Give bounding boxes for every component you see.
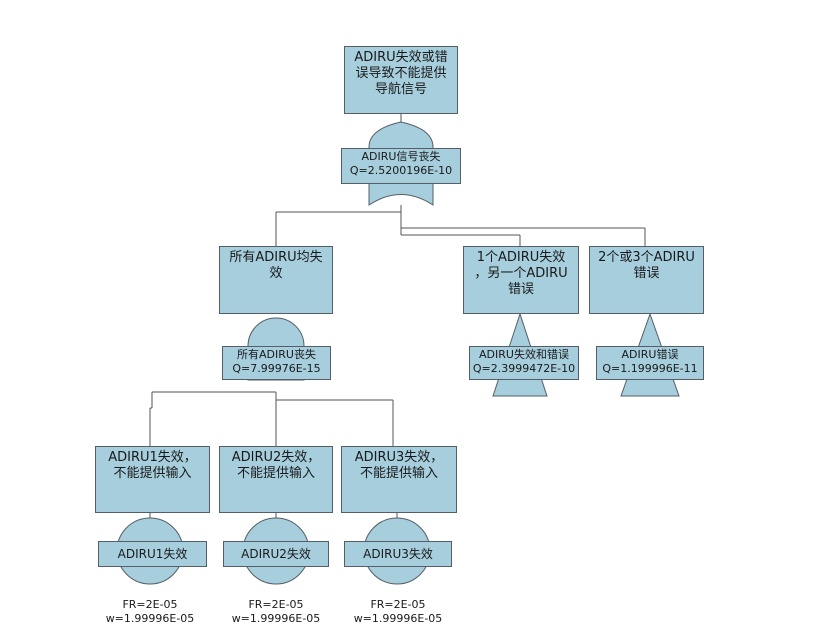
event-box-adiru2-fail: ADIRU2失效， 不能提供输入	[219, 446, 333, 513]
top-event-box: ADIRU失效或错 误导致不能提供 导航信号	[344, 46, 458, 114]
event-box-adiru3-fail: ADIRU3失效， 不能提供输入	[341, 446, 457, 513]
basic-event-w-adiru3: w=1.99996E-05	[353, 612, 443, 625]
basic-event-label-adiru2: ADIRU2失效	[223, 541, 329, 567]
basic-event-w-adiru1: w=1.99996E-05	[105, 612, 195, 625]
basic-event-fr-adiru1: FR=2E-05	[122, 598, 178, 611]
basic-event-label-adiru3: ADIRU3失效	[344, 541, 452, 567]
connector-lines	[149, 114, 646, 518]
transfer-label-fail-and-error: ADIRU失效和错误 Q=2.3999472E-10	[469, 346, 579, 380]
transfer-label-error: ADIRU错误 Q=1.199996E-11	[596, 346, 704, 380]
event-box-all-adiru-fail: 所有ADIRU均失 效	[219, 246, 333, 314]
basic-event-w-adiru2: w=1.99996E-05	[231, 612, 321, 625]
gate-label-adiru-signal-loss: ADIRU信号丧失 Q=2.5200196E-10	[341, 148, 461, 184]
basic-event-fr-adiru2: FR=2E-05	[248, 598, 304, 611]
basic-event-label-adiru1: ADIRU1失效	[98, 541, 207, 567]
event-box-one-fail-one-error: 1个ADIRU失效 ，另一个ADIRU 错误	[463, 246, 579, 314]
basic-event-fr-adiru3: FR=2E-05	[370, 598, 426, 611]
event-box-adiru1-fail: ADIRU1失效， 不能提供输入	[95, 446, 210, 513]
gate-label-all-adiru-loss: 所有ADIRU丧失 Q=7.99976E-15	[222, 346, 331, 380]
event-box-two-or-three-error: 2个或3个ADIRU 错误	[589, 246, 704, 314]
